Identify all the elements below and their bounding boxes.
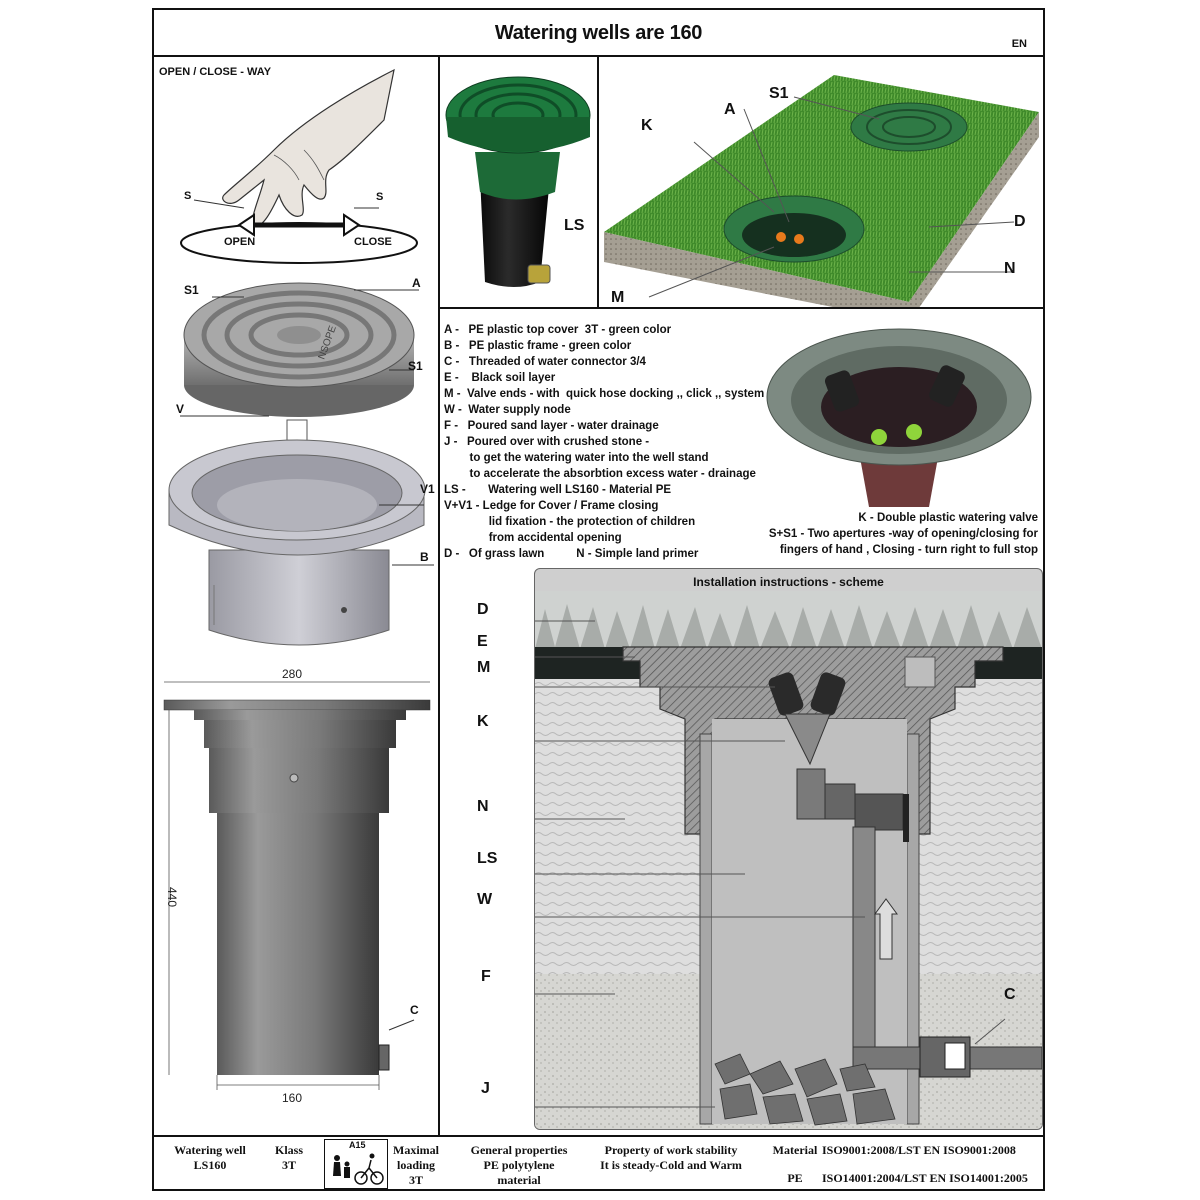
scheme-label-e: E [477,633,488,650]
valve-description: K - Double plastic watering valve S+S1 -… [752,510,1038,558]
label-s1-lawn: S1 [769,85,789,102]
legend-item: J - Poured over with crushed stone - [444,436,650,448]
label-a-cover: A [412,276,421,290]
label-s-left: S [184,190,192,202]
photo-lawn-install: S1 A K D N M [599,57,1043,307]
water-connector [378,1044,390,1071]
language-code: EN [1011,38,1027,50]
label-d-lawn: D [1014,213,1026,230]
label-b-frame: B [420,550,429,564]
supply-pipe [852,826,876,1048]
open-close-heading: OPEN / CLOSE - WAY [159,66,272,78]
label-k-lawn: K [641,117,653,134]
valve-end-right-scheme [810,672,846,716]
title-row: Watering wells are 160 EN [154,10,1043,57]
dim-width-bottom: 160 [282,1091,303,1105]
legend-item: to get the watering water into the well … [444,452,709,464]
label-open: OPEN [224,236,256,248]
legend-item: W - Water supply node [444,404,571,416]
scheme-label-d: D [477,601,489,618]
scheme-label-f: F [481,968,491,985]
legend-item: B - PE plastic frame - green color [444,340,632,352]
hand-rotation-illustration [180,68,418,264]
scheme-label-c: C [1004,986,1016,1003]
legend-item: from accidental opening [444,532,622,544]
scheme-title: Installation instructions - scheme [693,575,884,589]
well-tube [217,813,379,1075]
scheme-label-m: M [477,659,491,676]
photo-valve [764,322,1034,507]
footer-iso-9001: ISO9001:2008/LST EN ISO9001:2008 [822,1143,1016,1157]
legend-item: to accelerate the absorbtion excess wate… [444,468,756,480]
footer-material-label: Material [772,1143,818,1157]
legend-item: A - PE plastic top cover 3T - green colo… [444,324,672,336]
label-n-lawn: N [1004,260,1016,277]
valve-desc-line: fingers of hand , Closing - turn right t… [779,544,1038,556]
label-m-lawn: M [611,289,625,306]
label-c-dim: C [410,1003,419,1017]
footer-loading: Maximal loading 3T [393,1143,439,1187]
valve-desc-line: S+S1 - Two apertures -way of opening/clo… [768,528,1038,540]
hand-icon [222,68,395,227]
label-s1-right: S1 [408,359,423,373]
legend-list: A - PE plastic top cover 3T - green colo… [444,322,764,562]
legend-item: lid fixation - the protection of childre… [444,516,696,528]
grass-layer [535,604,1042,649]
supply-node [854,793,904,831]
exploded-view: NSOPE [168,282,434,646]
valve-end-right [929,365,965,407]
divider-left [438,55,440,1135]
footer-pe-label: PE [787,1171,803,1185]
footer-iso-14001: ISO14001:2004/LST EN ISO14001:2005 [822,1171,1028,1185]
divider-top-mid [597,55,599,307]
legend-item: D - Of grass lawn N - Simple land primer [444,548,699,560]
flow-arrow-icon [874,898,898,960]
page-title: Watering wells are 160 [494,22,703,44]
valve-end-left [824,370,860,412]
valve-desc-line: K - Double plastic watering valve [858,512,1038,524]
scheme-label-k: K [477,713,489,730]
a15-pictogram: A15 [324,1139,388,1189]
legend-item: M - Valve ends - with quick hose docking… [444,388,765,400]
arrow-right-icon [343,213,361,237]
valve-end-left-scheme [768,672,804,716]
label-s-right: S [376,191,384,203]
footer-product: Watering well LS160 [174,1143,246,1172]
label-ls-photo: LS [564,217,585,234]
label-a-lawn: A [724,101,736,118]
label-s1-top: S1 [184,283,199,297]
label-v: V [176,402,185,416]
scheme-label-ls: LS [477,850,498,867]
divider-top-row [440,307,1043,309]
double-valve [784,713,831,766]
dimension-drawing [163,681,431,1090]
label-v1: V1 [420,482,435,496]
dim-height: 440 [165,886,180,908]
footer-general: General properties PE polytylene materia… [470,1143,568,1187]
scheme-label-j: J [481,1080,490,1097]
footer-klass: Klass 3T [274,1143,303,1172]
photo-well-ls: LS [440,57,597,307]
legend-item: V+V1 - Ledge for Cover / Frame closing [444,500,659,512]
legend-item: C - Threaded of water connector 3/4 [444,356,646,368]
legend-item: F - Poured sand layer - water drainage [444,420,659,432]
legend-item: E - Black soil layer [444,372,556,384]
footer-stability: Property of work stability It is steady-… [600,1143,742,1172]
crushed-stone [714,1053,896,1126]
arrow-left-icon [237,213,255,237]
legend-item: LS - Watering well LS160 - Material PE [444,484,672,496]
scheme-label-w: W [477,891,493,908]
installation-scheme: Installation instructions - scheme [534,568,1043,1130]
footer-specs: Watering well LS160 Klass 3T A15 Maximal… [154,1135,1043,1191]
label-close: CLOSE [354,236,392,248]
dim-width-top: 280 [282,667,303,681]
scheme-label-n: N [477,798,489,815]
datasheet: Watering wells are 160 EN OPEN / CLOSE -… [152,8,1045,1191]
